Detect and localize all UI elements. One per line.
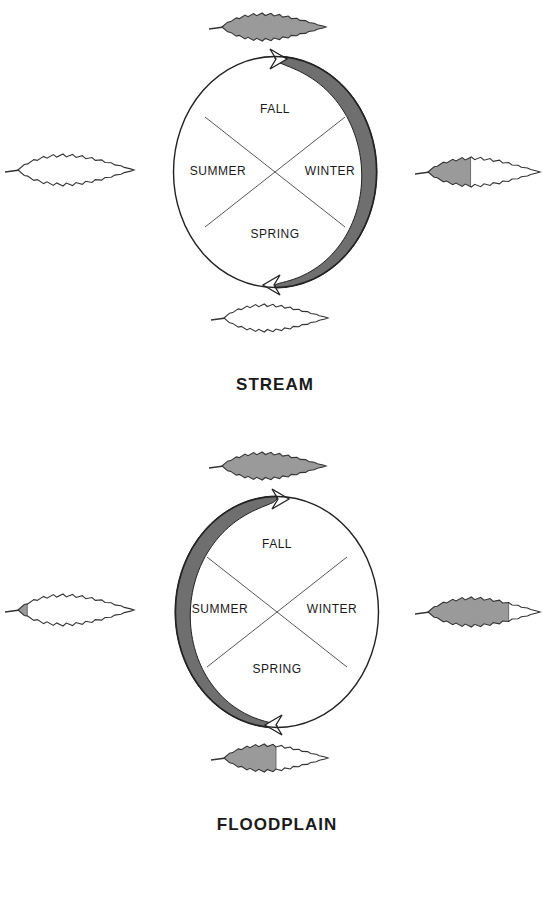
- season-label: SPRING: [250, 228, 299, 241]
- flux-band: [175, 496, 277, 728]
- season-label: WINTER: [307, 603, 357, 616]
- leaf-icon: [415, 597, 540, 627]
- season-cycle: FALLSUMMERWINTERSPRINGSTREAM: [173, 56, 377, 288]
- flow-chevron: [265, 715, 282, 735]
- flow-chevron: [270, 49, 287, 69]
- flow-chevron: [272, 489, 289, 509]
- season-label: FALL: [260, 103, 290, 116]
- season-cycle: FALLSUMMERWINTERSPRINGFLOODPLAIN: [175, 496, 379, 728]
- season-label: FALL: [262, 538, 292, 551]
- leaf-icon: [211, 304, 328, 332]
- leaf-icon: [209, 13, 326, 41]
- leaf-icon: [209, 452, 326, 480]
- leaf-icon: [5, 594, 134, 626]
- flux-band: [275, 56, 377, 288]
- season-label: SPRING: [252, 663, 301, 676]
- flow-chevron: [263, 275, 280, 295]
- season-label: WINTER: [305, 165, 355, 178]
- leaf-icon: [211, 744, 328, 772]
- panel-heading: STREAM: [236, 376, 314, 395]
- panel-heading: FLOODPLAIN: [217, 816, 338, 835]
- leaf-icon: [5, 154, 134, 186]
- leaf-icon: [415, 157, 540, 187]
- season-label: SUMMER: [192, 603, 248, 616]
- season-label: SUMMER: [190, 165, 246, 178]
